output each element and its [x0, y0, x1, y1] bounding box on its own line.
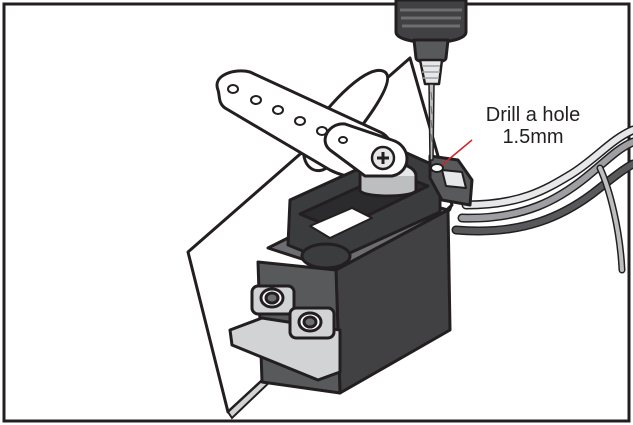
- callout-line-1: Drill a hole: [485, 104, 581, 126]
- horn-hole: [294, 116, 306, 126]
- servo-label: [309, 207, 373, 239]
- servo-motor: [228, 148, 474, 395]
- servo-cable: [451, 125, 633, 274]
- horn-hole: [272, 105, 284, 115]
- phillips-screw-icon: [370, 145, 396, 171]
- grommet: [250, 284, 296, 316]
- callout-leader-line: [441, 139, 473, 166]
- callout-line-2: 1.5mm: [502, 126, 564, 148]
- servo-horn-short: [323, 122, 409, 178]
- drill-instruction-callout: Drill a hole 1.5mm: [458, 104, 608, 148]
- hand-drill-icon: [394, 0, 468, 161]
- horn-hole: [250, 95, 262, 105]
- drill-target-hole: [430, 163, 444, 173]
- horn-hole: [227, 84, 239, 94]
- grommet: [288, 306, 336, 340]
